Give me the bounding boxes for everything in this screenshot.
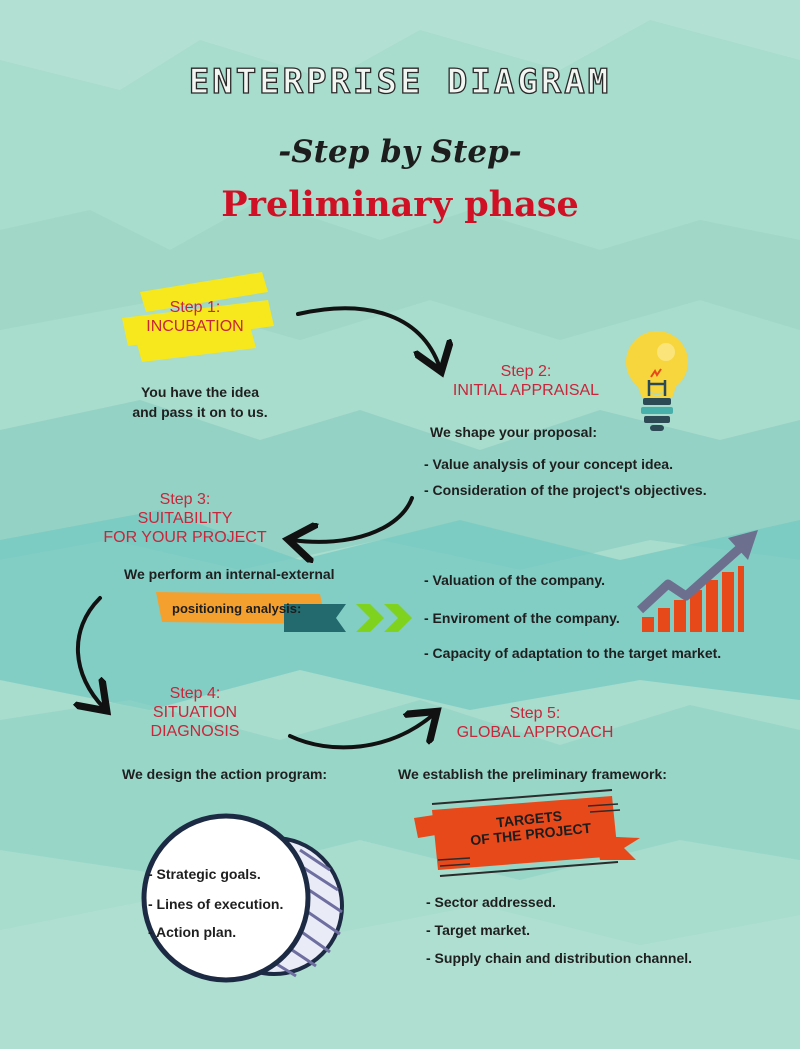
- arrow-step1-to-step2: [296, 306, 440, 368]
- step5-name: GLOBAL APPROACH: [456, 724, 614, 741]
- step5-intro: We establish the preliminary framework:: [398, 766, 667, 782]
- step1-name: INCUBATION: [146, 318, 244, 335]
- page-title: ENTERPRISE DIAGRAM: [188, 61, 612, 102]
- step4-number: Step 4:: [169, 685, 221, 702]
- step1-highlight: [122, 272, 274, 362]
- page-subtitle: -Step by Step-: [278, 134, 522, 170]
- lightbulb-icon: [626, 331, 688, 431]
- phase-heading: Preliminary phase: [221, 184, 579, 225]
- step5-label: Step 5: GLOBAL APPROACH: [430, 704, 640, 742]
- step5-number: Step 5:: [509, 705, 561, 722]
- step4-intro: We design the action program:: [122, 766, 328, 782]
- step4-item: - Action plan.: [148, 924, 237, 940]
- arrow-step2-to-step3: [292, 496, 414, 542]
- step2-intro: We shape your proposal:: [430, 424, 597, 440]
- step3-label: Step 3: SUITABILITY FOR YOUR PROJECT: [60, 490, 310, 547]
- positioning-label: positioning analysis:: [172, 601, 302, 616]
- step1-text-line2: and pass it on to us.: [132, 404, 268, 420]
- step5-item: - Sector addressed.: [426, 894, 556, 910]
- step4-label: Step 4: SITUATION DIAGNOSIS: [120, 684, 270, 741]
- step2-number: Step 2:: [500, 363, 552, 380]
- targets-ribbon: [414, 789, 640, 877]
- step3-item: - Enviroment of the company.: [424, 610, 620, 626]
- step4-name-line1: SITUATION: [152, 704, 238, 721]
- step4-name-line2: DIAGNOSIS: [150, 723, 240, 740]
- step1-text-line1: You have the idea: [141, 384, 259, 400]
- step3-name-line1: SUITABILITY: [137, 510, 233, 527]
- double-chevron-icon: [356, 604, 412, 632]
- step3-number: Step 3:: [159, 491, 211, 508]
- step2-item: - Consideration of the project's objecti…: [424, 482, 707, 498]
- step1-number: Step 1:: [169, 299, 221, 316]
- step2-name: INITIAL APPRAISAL: [452, 382, 600, 399]
- action-plan-circle: [141, 813, 344, 983]
- step3-intro: We perform an internal-external: [124, 566, 335, 582]
- step1-label: Step 1: INCUBATION: [120, 298, 270, 336]
- step2-item: - Value analysis of your concept idea.: [424, 456, 673, 472]
- step5-item: - Target market.: [426, 922, 530, 938]
- step3-name-line2: FOR YOUR PROJECT: [103, 529, 267, 546]
- arrow-step4-to-step5: [288, 714, 434, 750]
- step3-item: - Capacity of adaptation to the target m…: [424, 645, 722, 661]
- step2-label: Step 2: INITIAL APPRAISAL: [428, 362, 624, 400]
- step4-item: - Lines of execution.: [148, 896, 284, 912]
- step4-item: - Strategic goals.: [148, 866, 261, 882]
- growth-chart-icon: [636, 530, 758, 632]
- step3-item: - Valuation of the company.: [424, 572, 605, 588]
- step5-item: - Supply chain and distribution channel.: [426, 950, 693, 966]
- arrow-step3-to-step4: [78, 596, 104, 708]
- positioning-tag: [156, 592, 346, 632]
- step1-text: You have the idea and pass it on to us.: [110, 382, 290, 422]
